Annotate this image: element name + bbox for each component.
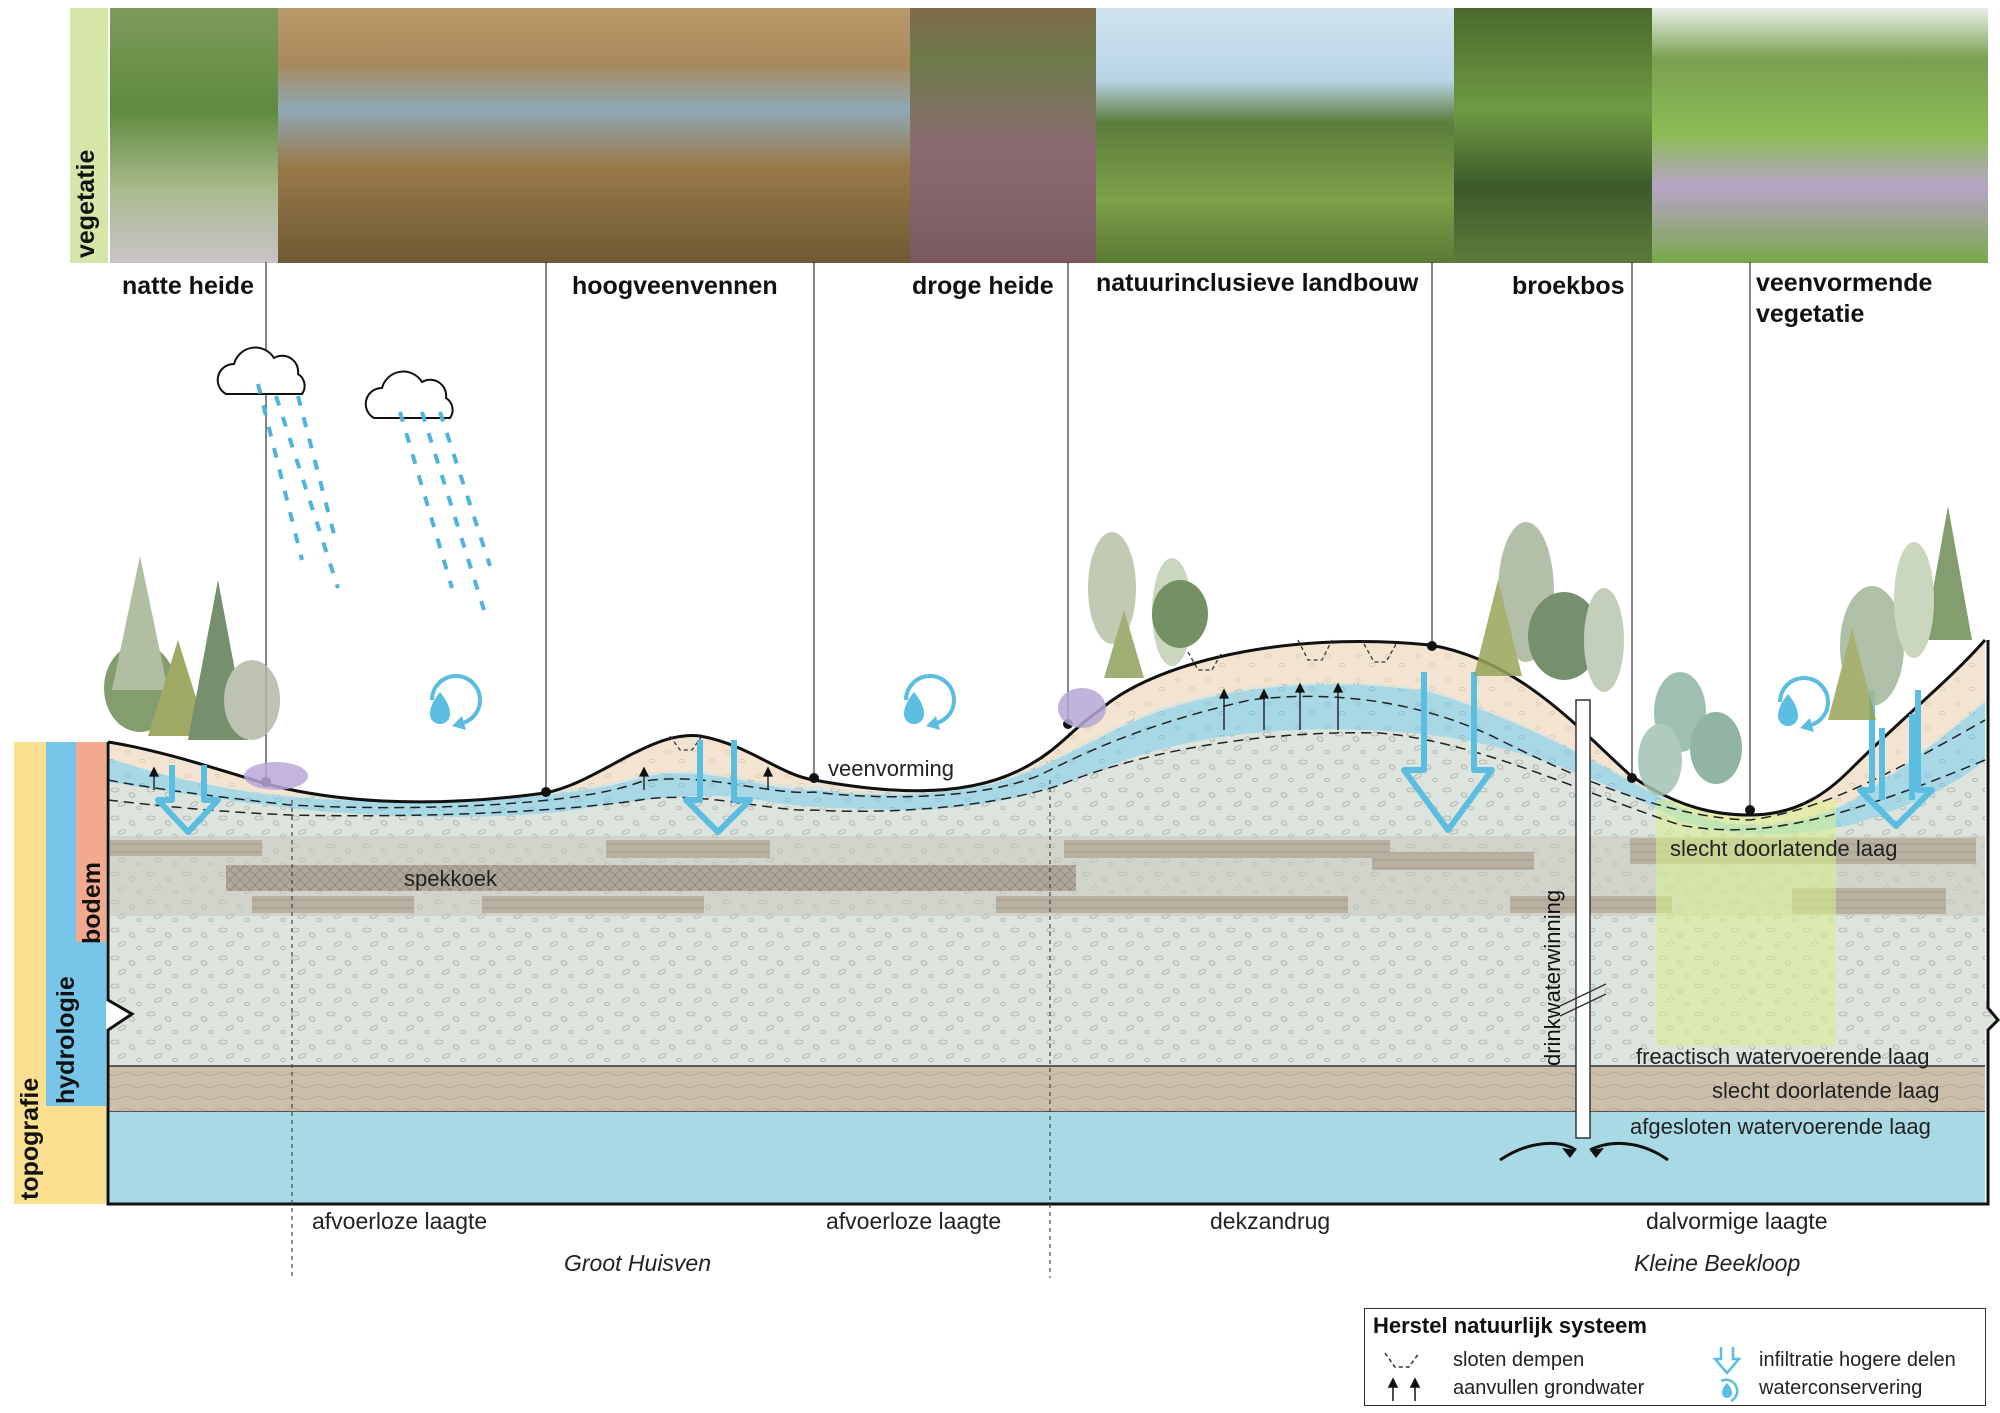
layer-slecht-mid: slecht doorlatende laag (1712, 1078, 1940, 1103)
label-vegetatie-2: vegetatie (1756, 300, 1865, 328)
veenvorming-label: veenvorming (828, 756, 954, 781)
waterconservering-icon (1720, 1378, 1739, 1403)
layer-afgesloten: afgesloten watervoerende laag (1630, 1114, 1931, 1139)
label-natuurinclusieve-landbouw: natuurinclusieve landbouw (1096, 269, 1419, 297)
legend-sloten-dempen: sloten dempen (1453, 1349, 1585, 1371)
topografie-label: topografie (16, 1077, 44, 1200)
legend-waterconservering: waterconservering (1759, 1377, 1923, 1399)
bodem-label: bodem (78, 862, 106, 944)
cloud-icon (216, 346, 454, 419)
drinkwater-well (1575, 699, 1591, 1139)
label-broekbos: broekbos (1512, 272, 1625, 300)
layer-slecht-top: slecht doorlatende laag (1670, 836, 1898, 861)
unit-afvoerloze-laagte-2: afvoerloze laagte (826, 1208, 1002, 1234)
trees-right (1474, 506, 1972, 796)
label-droge-heide: droge heide (912, 272, 1054, 300)
drinkwaterwinning-label: drinkwaterwinning (1540, 889, 1565, 1066)
rain-icon (256, 383, 492, 611)
vegetation-band (70, 8, 108, 263)
photo-hoogveenvennen (278, 8, 910, 263)
hydrologie-label: hydrologie (52, 976, 80, 1104)
band-bodem (76, 742, 106, 942)
surface-line (107, 639, 1987, 817)
photo-natte-heide (110, 8, 278, 263)
photo-veenvormende-vegetatie (1652, 8, 1988, 263)
label-hoogveenvennen: hoogveenvennen (572, 272, 778, 300)
sloten-dempen-icon (1384, 1352, 1420, 1368)
aanvullen-grondwater-icon (1387, 1377, 1421, 1401)
afgesloten-watervoerende-laag (108, 1112, 1988, 1204)
slecht-doorlatende-laag-mid (108, 1066, 1988, 1112)
photo-broekbos (1454, 8, 1652, 263)
legend-aanvullen-grondwater: aanvullen grondwater (1453, 1377, 1645, 1399)
trees-middle (1058, 532, 1208, 728)
trees-left (104, 556, 308, 790)
label-veenvormende: veenvormende (1756, 269, 1933, 297)
place-kleine-beekloop: Kleine Beekloop (1634, 1250, 1801, 1276)
spekkoek-label: spekkoek (404, 866, 497, 891)
unit-dalvormige-laagte: dalvormige laagte (1646, 1208, 1828, 1234)
photo-droge-heide (910, 8, 1096, 263)
unit-dekzandrug: dekzandrug (1210, 1208, 1331, 1234)
layer-freactisch: freactisch watervoerende laag (1636, 1044, 1930, 1069)
label-natte-heide: natte heide (122, 272, 254, 300)
infiltratie-icon (1712, 1347, 1742, 1375)
legend-box: Herstel natuurlijk systeem sloten dempen… (1364, 1308, 1986, 1406)
topsoil-layer (108, 640, 1985, 824)
place-groot-huisven: Groot Huisven (564, 1250, 712, 1276)
legend-title: Herstel natuurlijk systeem (1373, 1313, 1647, 1338)
green-highlight (1656, 800, 1836, 1046)
waterconservering-icons (430, 674, 1830, 728)
photo-natuurinclusieve-landbouw (1096, 8, 1454, 263)
pointer-lines (265, 262, 1751, 810)
legend-infiltratie: infiltratie hogere delen (1759, 1349, 1956, 1371)
unit-afvoerloze-laagte-1: afvoerloze laagte (312, 1208, 488, 1234)
